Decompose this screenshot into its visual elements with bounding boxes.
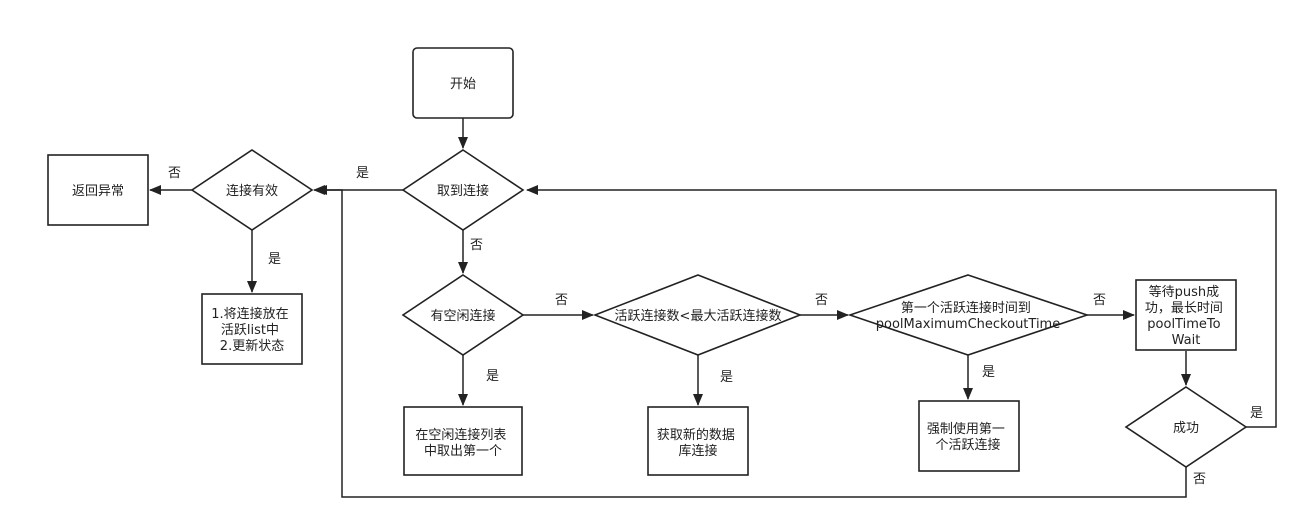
node-active-lt-max-label: 活跃连接数<最大活跃连接数 <box>615 308 782 324</box>
node-wait-push-line-4: Wait <box>1172 333 1201 348</box>
svg-text:取到连接: 取到连接 <box>437 183 489 199</box>
label-idle-yes: 是 <box>486 369 499 384</box>
label-time-no: 否 <box>1093 293 1106 308</box>
node-put-active-line-2: 活跃list中 <box>221 323 279 338</box>
node-take-first-idle: 在空闲连接列表 中取出第一个 <box>403 406 523 476</box>
node-success-label: 成功 <box>1173 421 1199 436</box>
label-valid-yes: 是 <box>268 252 281 267</box>
node-start-label: 开始 <box>450 77 476 92</box>
edge-success-no-loop <box>315 185 1187 498</box>
label-success-yes: 是 <box>1250 406 1263 421</box>
node-first-active-time-line-1: 第一个活跃连接时间到 <box>901 300 1031 316</box>
node-wait-push-line-2: 功，最长时间 <box>1145 301 1223 316</box>
edge-labels: 否 是 是 否 否 是 否 是 否 是 是 否 <box>168 166 1263 487</box>
node-return-exception-label: 返回异常 <box>72 184 124 199</box>
label-valid-no: 否 <box>168 166 181 181</box>
node-got-connection: 取到连接 <box>401 149 525 231</box>
node-has-idle: 有空闲连接 <box>401 274 525 356</box>
node-start: 开始 <box>412 47 514 119</box>
node-put-active: 1.将连接放在 活跃list中 2.更新状态 <box>201 293 303 365</box>
svg-text:开始: 开始 <box>450 77 476 92</box>
node-force-use-first-line-1: 强制使用第一 <box>927 421 1005 437</box>
node-take-first-idle-line-1: 在空闲连接列表 <box>415 427 506 443</box>
node-take-first-idle-line-2: 中取出第一个 <box>424 444 502 459</box>
svg-text:连接有效: 连接有效 <box>226 183 278 199</box>
node-has-idle-label: 有空闲连接 <box>430 308 495 324</box>
label-got-no: 否 <box>470 238 483 253</box>
svg-text:第一个活跃连接时间到 poolMaximumCh: 第一个活跃连接时间到 poolMaximumCheckoutTime <box>876 300 1060 332</box>
node-get-new-connection-line-2: 库连接 <box>678 443 717 459</box>
label-lt-max-yes: 是 <box>720 370 733 385</box>
node-wait-push-line-1: 等待push成 <box>1149 284 1220 300</box>
svg-text:成功: 成功 <box>1173 421 1199 436</box>
svg-text:在空闲连接列表 中取出第一个: 在空闲连接列表 中取出第一个 <box>415 427 510 459</box>
svg-text:获取新的数据 库连接: 获取新的数据 库连接 <box>657 427 739 459</box>
node-success: 成功 <box>1124 386 1248 468</box>
svg-text:返回异常: 返回异常 <box>72 184 124 199</box>
node-force-use-first-line-2: 个活跃连接 <box>935 437 1000 453</box>
label-got-yes: 是 <box>356 166 369 181</box>
label-time-yes: 是 <box>982 365 995 380</box>
node-wait-push: 等待push成 功，最长时间 poolTimeTo Wait <box>1135 279 1237 351</box>
node-force-use-first: 强制使用第一 个活跃连接 <box>918 400 1020 472</box>
svg-text:等待push成 功，最长时间 poo: 等待push成 功，最长时间 poolTimeTo Wait <box>1145 284 1227 348</box>
node-put-active-line-1: 1.将连接放在 <box>211 306 288 322</box>
node-wait-push-line-3: poolTimeTo <box>1147 317 1220 332</box>
edge-success-yes-loop <box>526 185 1277 428</box>
label-lt-max-no: 否 <box>815 293 828 308</box>
svg-text:1.将连接放在 活跃list中 2.: 1.将连接放在 活跃list中 2.更新状态 <box>211 306 293 354</box>
node-return-exception: 返回异常 <box>47 154 149 226</box>
node-first-active-time: 第一个活跃连接时间到 poolMaximumCheckoutTime <box>847 274 1090 356</box>
node-get-new-connection-line-1: 获取新的数据 <box>657 427 735 443</box>
node-first-active-time-line-2: poolMaximumCheckoutTime <box>876 317 1060 332</box>
node-connection-valid: 连接有效 <box>190 149 314 231</box>
node-connection-valid-label: 连接有效 <box>226 183 278 199</box>
connectors <box>149 118 1277 498</box>
label-idle-no: 否 <box>555 293 568 308</box>
node-put-active-line-3: 2.更新状态 <box>220 338 284 354</box>
svg-text:有空闲连接: 有空闲连接 <box>430 308 495 324</box>
label-success-no: 否 <box>1193 472 1206 487</box>
svg-text:强制使用第一 个活跃连接: 强制使用第一 个活跃连接 <box>927 421 1009 453</box>
node-got-connection-label: 取到连接 <box>437 183 489 199</box>
node-get-new-connection: 获取新的数据 库连接 <box>647 406 749 476</box>
node-active-lt-max: 活跃连接数<最大活跃连接数 <box>592 274 803 356</box>
svg-text:活跃连接数<最大活跃连接数: 活跃连接数<最大活跃连接数 <box>615 308 782 324</box>
